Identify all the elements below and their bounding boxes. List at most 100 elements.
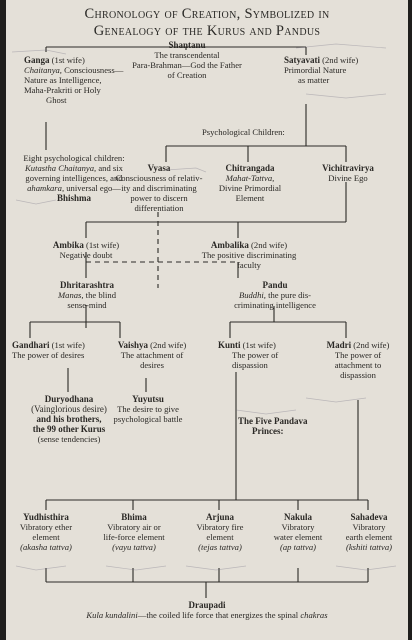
name-shantanu: Shantanu [168,40,206,50]
name-nakula: Nakula [283,512,312,522]
ambika-desc: Negative doubt [59,250,113,260]
label-pandava-princes: The Five Pandava Princes: [238,416,318,436]
draupadi-desc: —the coiled life force that energizes th… [137,610,301,620]
madri-desc: dispassion [340,370,376,380]
bhishma-desc: governing intelligences, and [25,173,123,183]
pandava-label: The Five Pandava [238,416,308,426]
pandu-desc: the pure dis- [265,290,312,300]
yuyutsu-desc: psychological battle [113,414,183,424]
name-chitrangada: Chitrangada [225,163,275,173]
duryodhana-desc: and his brothers, [36,414,102,424]
arjuna-term: (tejas tattva) [198,542,242,552]
name-ambalika: Ambalika [210,240,249,250]
gandhari-desc: The power of desires [12,350,85,360]
node-kunti: Kunti (1st wife) The power of dispassion [218,340,298,370]
yudhisthira-term: (akasha tattva) [20,542,72,552]
bhishma-term: ahamkara, [27,183,65,193]
node-vaishya: Vaishya (2nd wife) The attachment of des… [106,340,198,370]
duryodhana-desc: (Vainglorious desire) [31,404,107,414]
name-arjuna: Arjuna [205,512,234,522]
vyasa-desc: differentiation [134,203,184,213]
bhima-desc: Vibratory air or [107,522,161,532]
duryodhana-desc: the 99 other Kurus [32,424,106,434]
sahadeva-term: (kshiti tattva) [345,542,393,552]
shantanu-desc: The transcendental [154,50,220,60]
pandu-term: Buddhi, [238,290,266,300]
name-dhritarashtra: Dhritarashtra [60,280,114,290]
kunti-desc: The power of [232,350,279,360]
node-shantanu: Shantanu The transcendental Para-Brahman… [132,40,242,80]
node-ambika: Ambika (1st wife) Negative doubt [36,240,136,260]
pandava-label: Princes: [252,426,284,436]
node-gandhari: Gandhari (1st wife) The power of desires [12,340,108,360]
name-madri: Madri [326,340,352,350]
node-duryodhana: Duryodhana (Vainglorious desire) and his… [14,394,124,444]
book-page: Chronology of Creation, Symbolized in Ge… [6,0,408,640]
node-madri: Madri (2nd wife) The power of attachment… [310,340,406,380]
nakula-desc: Vibratory [281,522,315,532]
kunti-desc: dispassion [232,360,268,370]
satyavati-desc: as matter [298,75,330,85]
node-ambalika: Ambalika (2nd wife) The positive discrim… [184,240,314,270]
ganga-desc: Ghost [46,95,67,105]
genealogy-connectors [29,46,369,598]
ganga-term: Chaitanya, [24,65,62,75]
ambalika-desc: faculty [237,260,261,270]
shantanu-desc: Para-Brahman—God the Father [132,60,242,70]
nakula-term: (ap tattva) [279,542,317,552]
node-bhima: Bhima Vibratory air or life-force elemen… [92,512,176,552]
name-pandu: Pandu [262,280,288,290]
chitrangada-desc: Divine Primordial [218,183,282,193]
chart-title-line2: Genealogy of the Kurus and Pandus [93,23,321,39]
sahadeva-desc: Vibratory [352,522,386,532]
nakula-desc: water element [273,532,323,542]
name-sahadeva: Sahadeva [350,512,388,522]
ambalika-tag: (2nd wife) [248,240,288,250]
bhishma-desc: and six [96,163,123,173]
node-nakula: Nakula Vibratory water element (ap tattv… [264,512,332,552]
node-arjuna: Arjuna Vibratory fire element (tejas tat… [182,512,258,552]
dhritarashtra-term: Manas, [57,290,84,300]
kunti-tag: (1st wife) [240,340,276,350]
name-ambika: Ambika [52,240,84,250]
satyavati-desc: Primordial Nature [284,65,347,75]
ganga-desc: Consciousness— [61,65,124,75]
name-vyasa: Vyasa [147,163,171,173]
name-kunti: Kunti [218,340,241,350]
vaishya-desc: desires [140,360,164,370]
vaishya-desc: The attachment of [120,350,184,360]
node-vyasa: Vyasa Consciousness of relativ- ity and … [108,163,210,213]
name-bhishma: Bhishma [56,193,91,203]
madri-tag: (2nd wife) [351,340,390,350]
name-ganga: Ganga [24,55,50,65]
name-bhima: Bhima [121,512,147,522]
arjuna-desc: element [206,532,234,542]
name-yuyutsu: Yuyutsu [132,394,164,404]
vyasa-desc: ity and discriminating [121,183,197,193]
node-ganga: Ganga (1st wife) Chaitanya, Consciousnes… [24,55,144,105]
name-vaishya: Vaishya [117,340,148,350]
node-dhritarashtra: Dhritarashtra Manas, the blind sense-min… [44,280,130,310]
shantanu-desc: of Creation [167,70,207,80]
bhima-desc: life-force element [103,532,165,542]
arjuna-desc: Vibratory fire [196,522,244,532]
ganga-tag: (1st wife) [49,55,85,65]
node-bhishma: Eight psychological children: Kutastha C… [8,153,140,203]
node-chitrangada: Chitrangada Mahat-Tattva, Divine Primord… [206,163,294,203]
node-pandu: Pandu Buddhi, the pure dis- criminating … [220,280,330,310]
name-draupadi: Draupadi [188,600,226,610]
name-yudhisthira: Yudhisthira [23,512,69,522]
handwritten-marks [11,43,397,571]
yudhisthira-desc: element [32,532,60,542]
madri-desc: attachment to [334,360,382,370]
bhishma-desc: universal ego— [64,183,121,193]
vichitravirya-desc: Divine Ego [328,173,368,183]
name-duryodhana: Duryodhana [44,394,94,404]
yudhisthira-desc: Vibratory ether [19,522,73,532]
chart-title-line1: Chronology of Creation, Symbolized in [84,6,330,22]
name-gandhari: Gandhari [12,340,50,350]
ganga-desc: Maha-Prakriti or Holy [24,85,101,95]
name-vichitravirya: Vichitravirya [322,163,374,173]
bhishma-term: Kutastha Chaitanya, [25,163,97,173]
duryodhana-desc: (sense tendencies) [37,434,101,444]
